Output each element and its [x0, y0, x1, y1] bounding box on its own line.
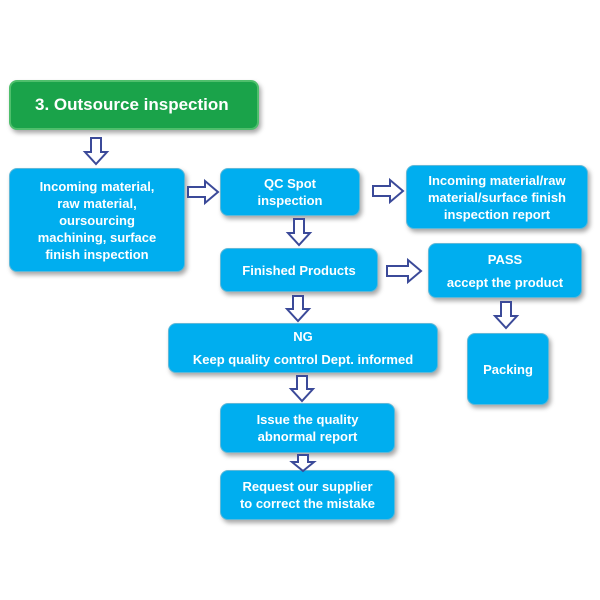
- pass-line-2: accept the product: [446, 274, 564, 290]
- qc-spot-box: QC Spot inspection: [220, 168, 360, 216]
- packing-text: Packing: [483, 361, 533, 377]
- pass-box: PASS accept the product: [428, 243, 582, 298]
- report-line-3: inspection report: [443, 206, 551, 222]
- finished-text: Finished Products: [242, 262, 356, 278]
- ng-line-2: Keep quality control Dept. informed: [192, 352, 414, 367]
- finished-products-box: Finished Products: [220, 248, 378, 292]
- arrow-down-icon: [284, 295, 312, 323]
- arrow-right-icon: [187, 178, 220, 206]
- request-line-1: Request our supplier: [242, 479, 373, 494]
- inspection-report-box: Incoming material/raw material/surface f…: [406, 165, 588, 229]
- qc-spot-line-2: inspection: [257, 193, 323, 208]
- title-text: 3. Outsource inspection: [35, 95, 229, 114]
- incoming-inspection-box: Incoming material, raw material, oursour…: [9, 168, 185, 272]
- report-line-2: material/surface finish: [428, 189, 566, 205]
- arrow-right-icon: [372, 177, 405, 205]
- issue-report-box: Issue the quality abnormal report: [220, 403, 395, 453]
- pass-line-1: PASS: [487, 251, 523, 267]
- qc-spot-line-1: QC Spot: [264, 176, 316, 191]
- incoming-line-2: raw material,: [57, 195, 137, 211]
- incoming-line-4: machining, surface: [37, 229, 157, 245]
- report-line-1: Incoming material/raw: [428, 172, 566, 188]
- title-box: 3. Outsource inspection: [9, 80, 259, 130]
- arrow-down-icon: [492, 301, 520, 330]
- arrow-right-icon: [386, 257, 423, 285]
- incoming-line-1: Incoming material,: [39, 178, 155, 194]
- issue-line-2: abnormal report: [257, 429, 358, 444]
- request-supplier-box: Request our supplier to correct the mist…: [220, 470, 395, 520]
- incoming-line-3: oursourcing: [59, 212, 135, 228]
- ng-box: NG Keep quality control Dept. informed: [168, 323, 438, 373]
- ng-line-1: NG: [293, 329, 313, 344]
- arrow-down-icon: [288, 375, 316, 403]
- arrow-down-icon: [289, 454, 317, 473]
- issue-line-1: Issue the quality: [256, 412, 359, 427]
- request-line-2: to correct the mistake: [239, 496, 376, 511]
- incoming-line-5: finish inspection: [45, 246, 149, 262]
- packing-box: Packing: [467, 333, 549, 405]
- arrow-down-icon: [82, 137, 110, 166]
- arrow-down-icon: [285, 218, 313, 247]
